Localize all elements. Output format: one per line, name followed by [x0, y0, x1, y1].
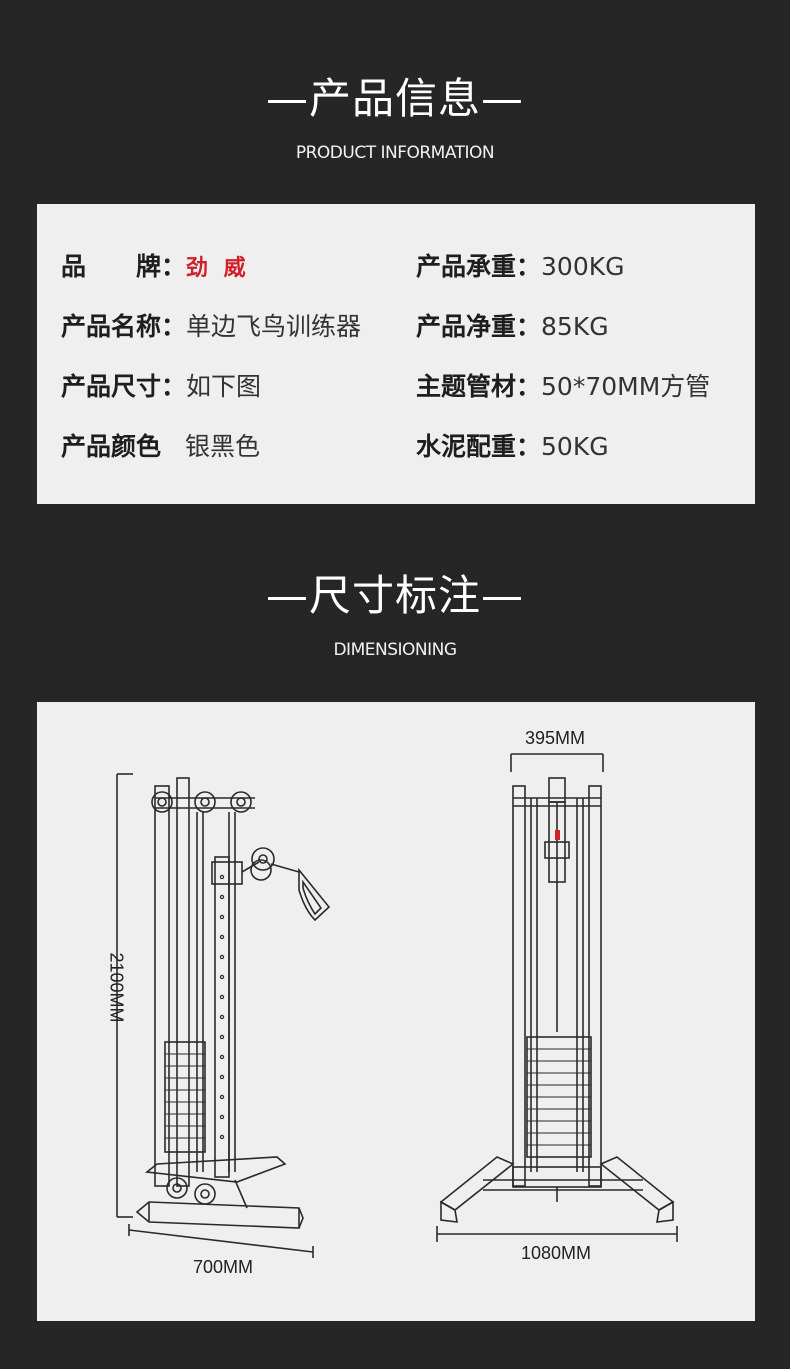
info-label: 品 牌： — [61, 252, 187, 281]
side-view-machine — [116, 773, 331, 1258]
dimension-panel: 2100MM 700MM 395MM 1080MM — [37, 702, 755, 1321]
info-label: 产品尺寸： — [61, 372, 187, 401]
info-row-load: 产品承重：300KG — [416, 254, 625, 279]
info-label: 产品颜色 — [61, 432, 162, 461]
info-value: 300KG — [541, 252, 625, 281]
machine-drawings — [116, 753, 678, 1258]
product-info-panel: 品 牌：劲 威 产品名称：单边飞鸟训练器 产品尺寸：如下图 产品颜色银黑色 产品… — [37, 204, 755, 504]
brand-value: 劲 威 — [186, 256, 250, 281]
info-row-weight: 产品净重：85KG — [416, 314, 609, 339]
info-value: 85KG — [541, 312, 609, 341]
front-view-machine — [436, 753, 678, 1242]
info-label: 产品净重： — [416, 312, 542, 341]
info-value: 银黑色 — [185, 432, 261, 461]
top-width-dimension-label: 395MM — [525, 728, 586, 748]
info-row-counterweight: 水泥配重：50KG — [416, 434, 609, 459]
info-value: 50KG — [541, 432, 609, 461]
info-label: 产品承重： — [416, 252, 542, 281]
red-pin-icon — [555, 830, 560, 840]
info-row-name: 产品名称：单边飞鸟训练器 — [61, 314, 361, 339]
base-width-dimension-label: 1080MM — [521, 1243, 592, 1263]
info-row-color: 产品颜色银黑色 — [61, 434, 260, 459]
info-label: 产品名称： — [61, 312, 187, 341]
info-label: 水泥配重： — [416, 432, 542, 461]
info-value: 单边飞鸟训练器 — [186, 312, 362, 341]
info-row-brand: 品 牌：劲 威 — [61, 254, 250, 280]
info-value: 50*70MM方管 — [541, 372, 711, 401]
info-label: 主题管材： — [416, 372, 542, 401]
dimensioning-subtitle: DIMENSIONING — [333, 640, 457, 660]
info-value: 如下图 — [186, 372, 262, 401]
height-dimension-label: 2100MM — [106, 952, 127, 1023]
info-row-tube: 主题管材：50*70MM方管 — [416, 374, 710, 399]
product-info-title: —产品信息— — [265, 74, 524, 123]
info-row-size: 产品尺寸：如下图 — [61, 374, 261, 399]
dimensioning-title: —尺寸标注— — [265, 571, 524, 620]
depth-dimension-label: 700MM — [193, 1257, 254, 1277]
product-info-subtitle: PRODUCT INFORMATION — [295, 143, 495, 163]
